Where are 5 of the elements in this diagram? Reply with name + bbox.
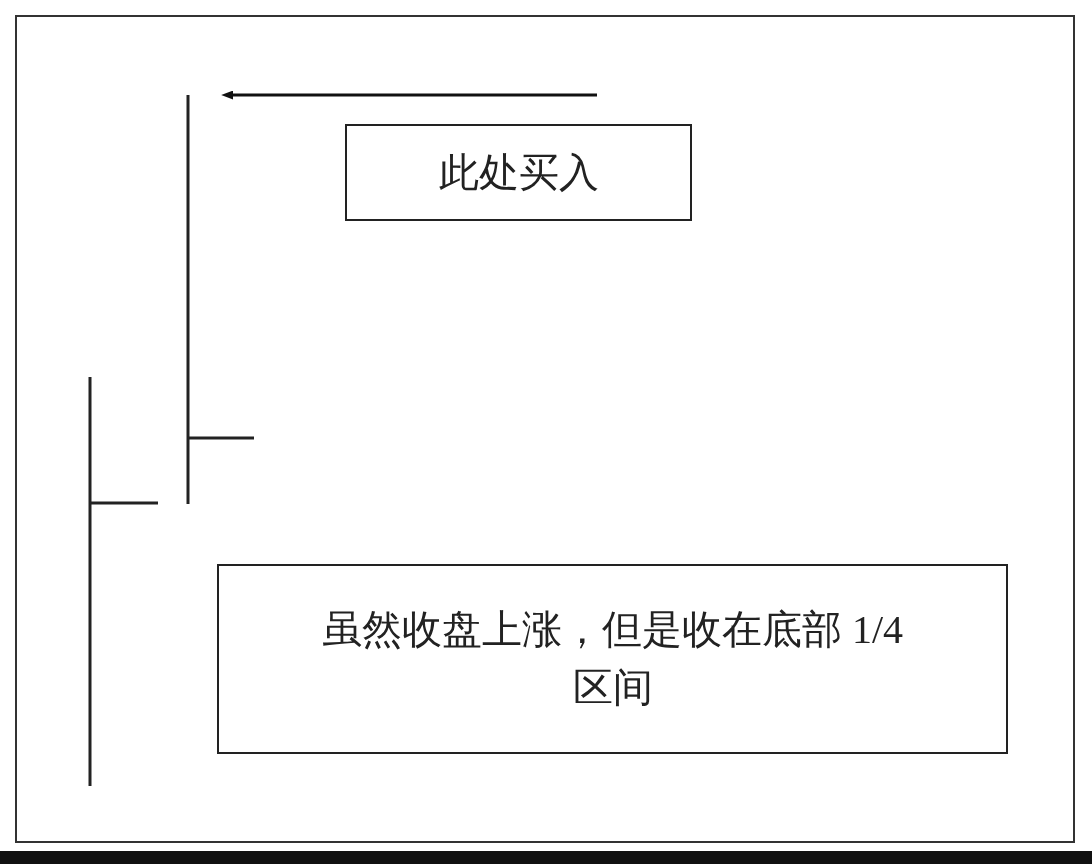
text-box	[345, 124, 692, 221]
annotation-text: 此处买入	[438, 148, 599, 197]
text-box	[217, 564, 1008, 754]
annotation-text: 虽然收盘上涨，但是收在底部 1/4 区间	[320, 606, 905, 712]
arrow	[223, 90, 597, 100]
